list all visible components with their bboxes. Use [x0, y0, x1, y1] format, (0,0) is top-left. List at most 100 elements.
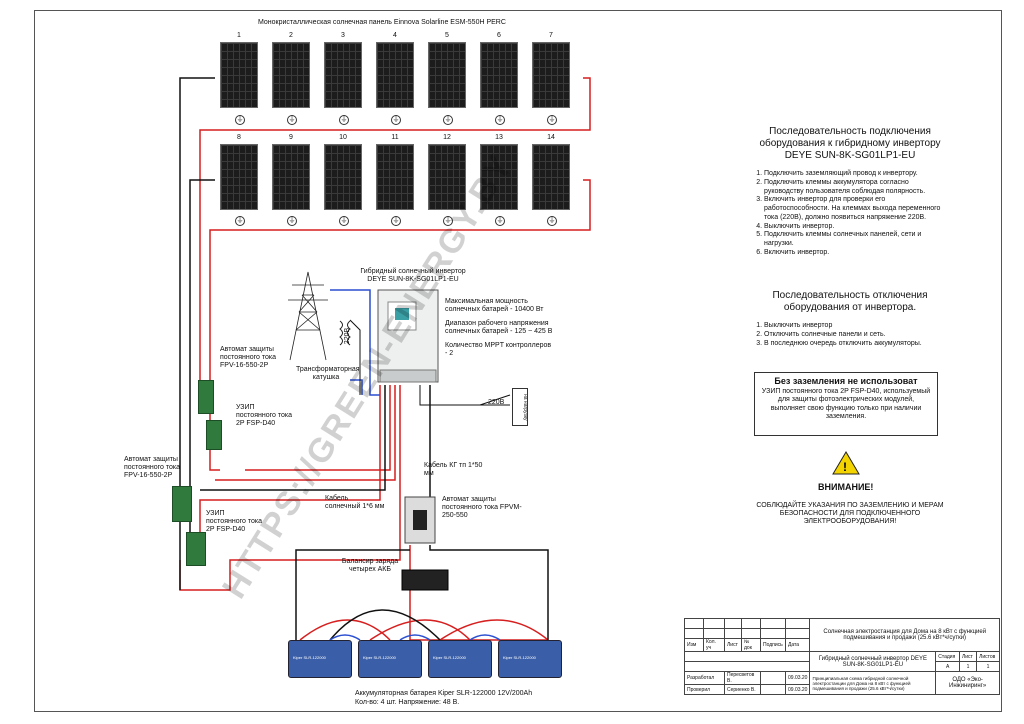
panel-number: 10: [339, 134, 347, 141]
disconnect-section: Последовательность отключения оборудован…: [752, 290, 948, 348]
panel-number: 3: [341, 32, 345, 39]
connect-step: Подключить клеммы солнечных панелей, сет…: [764, 231, 948, 249]
panel-number: 4: [393, 32, 397, 39]
battery-brand: Kiper SLR-122000: [363, 655, 396, 660]
panel-number: 11: [391, 134, 399, 141]
balancer-label: Балансир заряда четырех АКБ: [341, 558, 399, 574]
stamp-sheet-title: Гибридный солнечный инвертор DEYE SUN-8K…: [809, 651, 937, 672]
transformer-coil-icon: [339, 320, 351, 346]
battery: Kiper SLR-122000: [428, 640, 492, 678]
connect-step: Выключить инвертор.: [764, 223, 948, 232]
ground-icon: ⏚: [443, 216, 453, 226]
stamp-col: Изм: [684, 638, 704, 652]
connect-step: Включить инвертор для проверки его работ…: [764, 196, 948, 222]
battery-caption-2: Кол-во: 4 шт. Напряжение: 48 В.: [355, 699, 460, 706]
panel-number: 7: [549, 32, 553, 39]
stamp-date: 09.03.20: [784, 684, 811, 695]
solar-panel: [272, 144, 310, 210]
voltage-label-vertical: 220В: [344, 327, 352, 345]
ground-icon: ⏚: [287, 115, 297, 125]
spd-2: [186, 532, 206, 566]
warning-title: ВНИМАНИЕ!: [818, 482, 874, 492]
power-tower-icon: [288, 271, 328, 361]
panel-number: 12: [443, 134, 451, 141]
stamp-company: ОДО «Эко-Инжиниринг»: [935, 671, 1000, 695]
solar-panel: [324, 144, 362, 210]
ground-text: УЗИП постоянного тока 2P FSP-D40, исполь…: [761, 388, 931, 421]
stamp-chk-name: Сериенко В.: [724, 684, 761, 695]
stamp-developed: Разработал: [684, 671, 725, 685]
solar-panel: [532, 42, 570, 108]
connect-step: Подключить клеммы аккумулятора согласно …: [764, 179, 948, 197]
stamp-project: Солнечная электростанция для Дома на 8 к…: [809, 618, 1000, 652]
solar-panel: [532, 144, 570, 210]
battery-brand: Kiper SLR-122000: [433, 655, 466, 660]
ground-icon: ⏚: [339, 115, 349, 125]
wire-red-string1: [199, 77, 591, 390]
solar-panel: [428, 144, 466, 210]
stamp-col: Подпись: [760, 638, 786, 652]
solar-panel: [480, 42, 518, 108]
battery: Kiper SLR-122000: [288, 640, 352, 678]
solar-panel: [428, 42, 466, 108]
cable-kg-label: Кабель КГ тп 1*50 мм: [424, 462, 483, 478]
panel-number: 9: [289, 134, 293, 141]
disconnect-step: Отключить солнечные панели и сеть.: [764, 331, 948, 340]
drawing-sheet: [34, 10, 1002, 712]
ground-icon: ⏚: [443, 115, 453, 125]
cable-solar-label: Кабель солнечный 1*6 мм: [325, 495, 385, 511]
connect-title: Последовательность подключения оборудова…: [759, 126, 941, 161]
inverter-spec-voltage: Диапазон рабочего напряжения солнечных б…: [445, 320, 553, 336]
breaker1-label: Автомат защиты постоянного тока FPV-16-5…: [220, 346, 276, 370]
battery: Kiper SLR-122000: [358, 640, 422, 678]
breaker2-label: Автомат защиты постоянного тока FPV-16-5…: [124, 456, 180, 480]
stamp-date: 09.03.20: [784, 671, 811, 685]
wire-red-string2: [209, 179, 591, 471]
ground-icon: ⏚: [235, 115, 245, 125]
disconnect-step: Выключить инвертор: [764, 322, 948, 331]
ground-warning-box: Без заземления не использоват УЗИП посто…: [754, 372, 938, 436]
battery: Kiper SLR-122000: [498, 640, 562, 678]
battery-caption-1: Аккумуляторная батарея Kiper SLR-122000 …: [355, 690, 533, 697]
stamp-col: Кол. уч: [703, 638, 725, 652]
balancer-unit: [401, 569, 449, 591]
stamp-col: Лист: [724, 638, 742, 652]
load-box: на нагрузку: [512, 388, 528, 426]
stamp-sheets: 1: [976, 661, 1000, 672]
inverter-spec-power: Максимальная мощность солнечных батарей …: [445, 298, 544, 314]
ground-title: Без заземления не использоват: [774, 376, 918, 386]
stamp-dev-name: Пересветов В.: [724, 671, 761, 685]
ground-icon: ⏚: [495, 216, 505, 226]
solar-panel: [220, 144, 258, 210]
ground-icon: ⏚: [339, 216, 349, 226]
panel-number: 6: [497, 32, 501, 39]
panel-number: 5: [445, 32, 449, 39]
panel-number: 1: [237, 32, 241, 39]
solar-panel: [220, 42, 258, 108]
disconnect-step: В последнюю очередь отключить аккумулято…: [764, 340, 948, 349]
stamp-desc: Принципиальная схема гибридной солнечной…: [809, 671, 937, 695]
spd-1: [206, 420, 222, 450]
panel-number: 8: [237, 134, 241, 141]
uzip2-label: УЗИП постоянного тока 2P FSP-D40: [206, 510, 262, 534]
dc-breaker-2: [172, 486, 192, 522]
battery-brand: Kiper SLR-122000: [293, 655, 326, 660]
stamp-col: Дата: [784, 638, 811, 652]
panel-number: 14: [547, 134, 555, 141]
stamp-col: № док: [741, 638, 761, 652]
inverter-unit: [377, 289, 439, 383]
stamp-stage-h: Стадия: [935, 651, 960, 662]
solar-panel: [272, 42, 310, 108]
stamp-sheet: 1: [958, 661, 978, 672]
ground-icon: ⏚: [391, 115, 401, 125]
solar-panel: [480, 144, 518, 210]
connect-step: Подключить заземляющий провод к инвертор…: [764, 170, 948, 179]
transformer-label: Трансформаторная катушка: [296, 366, 360, 382]
solar-panel: [376, 42, 414, 108]
wire-black-string1: [179, 77, 215, 590]
connect-section: Последовательность подключения оборудова…: [752, 126, 948, 258]
stamp-sheets-h: Листов: [976, 651, 1000, 662]
warning-triangle-icon: !: [832, 451, 860, 475]
ground-icon: ⏚: [547, 115, 557, 125]
